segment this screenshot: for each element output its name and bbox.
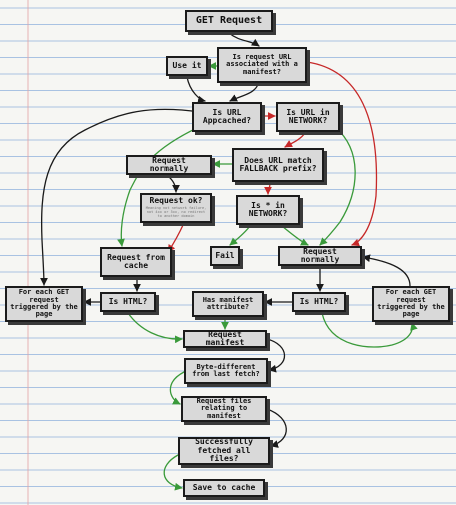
- each-get-right-node: For each GET request triggered by the pa…: [372, 286, 450, 322]
- successfully-fetched-node: Successfully fetched all files?: [178, 437, 270, 465]
- edge-appcached-to-cache: [117, 125, 202, 247]
- get-request-node: GET Request: [185, 10, 273, 32]
- edge-files-to-successfully: [266, 408, 287, 448]
- each-get-left-node: For each GET request triggered by the pa…: [5, 286, 83, 322]
- edge-each-get-loop-left: [40, 108, 201, 286]
- request-from-cache-node: Request from cache: [100, 247, 172, 277]
- star-in-network-node: Is * in NETWORK?: [236, 195, 300, 225]
- edge-byte-different-to-files: [169, 371, 185, 405]
- request-manifest-node: Request manifest: [183, 330, 267, 348]
- edge-manifest-to-byte-different: [266, 338, 286, 373]
- has-manifest-attr-node: Has manifest attribute?: [192, 291, 264, 317]
- byte-different-node: Byte-different from last fetch?: [184, 358, 268, 384]
- url-appcached-node: Is URL Appcached?: [192, 102, 262, 132]
- edge-associated-to-appcached: [229, 83, 259, 102]
- request-normally-right-node: Request normally: [278, 246, 362, 266]
- edge-star-to-request-normally: [281, 225, 309, 246]
- edge-each-get-right-loop: [362, 254, 411, 287]
- request-ok-node: Request ok?Meaning not network failure, …: [140, 193, 212, 223]
- edge-get-to-associated: [228, 32, 260, 47]
- edge-associated-to-request-normally: [306, 61, 378, 247]
- use-it-node: Use it: [166, 56, 208, 76]
- edge-successfully-to-save: [163, 454, 183, 491]
- request-files-node: Request files relating to manifest: [181, 396, 267, 422]
- edge-html-right-to-each-get-right: [321, 312, 418, 348]
- edge-network-to-request-normally: [319, 126, 356, 246]
- associated-manifest-node: Is request URL associated with a manifes…: [217, 47, 307, 83]
- edge-network-to-fallback: [284, 132, 306, 148]
- edge-fallback-to-star: [264, 182, 272, 195]
- edge-html-left-to-manifest: [127, 312, 183, 344]
- fallback-prefix-node: Does URL match FALLBACK prefix?: [232, 148, 324, 182]
- url-in-network-node: Is URL in NETWORK?: [276, 102, 340, 132]
- is-html-right-node: Is HTML?: [292, 292, 346, 312]
- save-to-cache-node: Save to cache: [183, 479, 265, 497]
- edge-request-normally-to-ok: [167, 175, 180, 193]
- fail-node: Fail: [210, 246, 240, 266]
- edge-use-it-to-appcached: [186, 76, 206, 104]
- edge-star-to-fail: [229, 225, 251, 246]
- request-normally-left-node: Request normally: [126, 155, 212, 175]
- is-html-left-node: Is HTML?: [100, 292, 156, 312]
